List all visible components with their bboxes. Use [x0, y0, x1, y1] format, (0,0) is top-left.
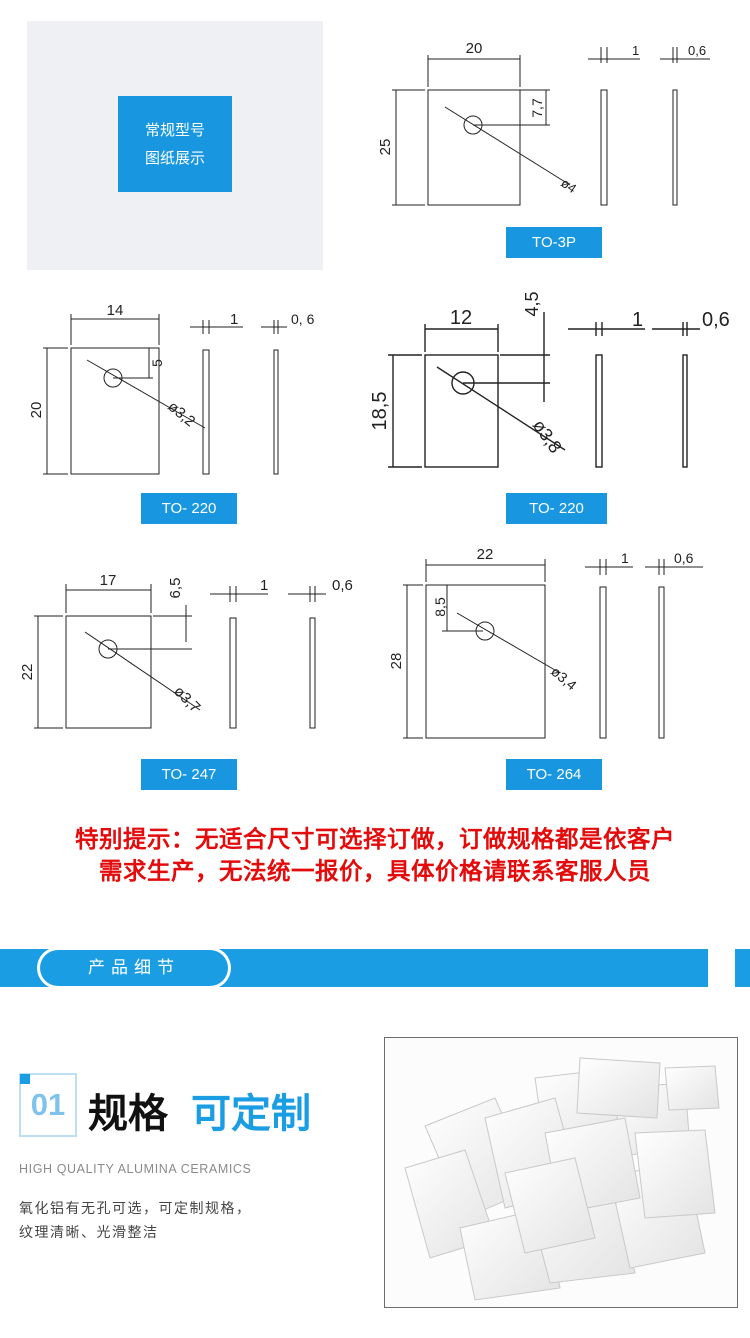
drawing-to247: 17 22 6,5 ø3,7 1 0,6: [19, 572, 353, 729]
hole-offset-dimension: 6,5: [167, 578, 184, 599]
feature-desc-line-1: 氧化铝有无孔可选，可定制规格，: [19, 1201, 252, 1217]
notice-line-2: 需求生产，无法统一报价，具体价格请联系客服人员: [99, 857, 651, 885]
thickness-dimension: 1: [260, 577, 268, 594]
number-frame: [19, 1073, 77, 1137]
width-dimension: 14: [107, 302, 124, 319]
thin-thickness-dimension: 0, 6: [291, 311, 315, 327]
product-photo: [384, 1037, 738, 1308]
width-dimension: 22: [477, 546, 494, 563]
drawing-to220-a: 14 20 5 ø3,2 1 0, 6: [28, 302, 315, 475]
plate-outline: [427, 89, 521, 206]
hole-offset-dimension: 4,5: [522, 291, 542, 316]
feature-number: 01: [30, 1087, 66, 1122]
hole-diameter: ø4: [558, 175, 579, 196]
intro-line-2: 图纸展示: [144, 149, 205, 167]
drawing-to264: 22 28 8,5 ø3,4 1 0,6: [388, 546, 703, 739]
thin-thickness-dimension: 0,6: [674, 550, 694, 566]
drawing-to3p: 20 25 7,7 ø4 1 0,6: [377, 40, 710, 206]
notice-line-1: 特别提示：无适合尺寸可选择订做，订做规格都是依客户: [75, 825, 675, 853]
feature-desc-line-2: 纹理清晰、光滑整洁: [19, 1225, 159, 1241]
height-dimension: 18,5: [369, 392, 391, 431]
width-dimension: 20: [466, 40, 483, 57]
height-dimension: 22: [19, 664, 36, 681]
section-title: 产品细节: [88, 958, 180, 978]
hole-offset-dimension: 5: [149, 359, 165, 367]
thickness-dimension: 1: [621, 550, 629, 566]
ceramic-plates-illustration: [404, 1057, 720, 1301]
label-to3p: TO-3P: [506, 227, 602, 258]
label-to264: TO- 264: [506, 759, 602, 790]
label-to220-b: TO- 220: [506, 493, 607, 524]
hole-diameter: ø3,2: [164, 398, 198, 430]
thin-thickness-dimension: 0,6: [688, 43, 706, 58]
width-dimension: 12: [450, 307, 472, 329]
section-banner-end: [735, 949, 750, 987]
thin-thickness-dimension: 0,6: [702, 309, 730, 331]
thin-thickness-dimension: 0,6: [332, 577, 353, 594]
hole-offset-dimension: 7,7: [529, 98, 545, 118]
drawing-to220-b: 12 18,5 4,5 ø3,8 1 0,6: [369, 291, 730, 468]
hole-diameter: ø3,4: [548, 663, 580, 693]
thickness-dimension: 1: [230, 311, 238, 328]
feature-title-blue: 可定制: [191, 1091, 311, 1137]
thickness-dimension: 1: [632, 43, 639, 58]
section-pill: [40, 950, 228, 986]
feature-title-dark: 规格: [88, 1091, 168, 1137]
intro-line-1: 常规型号: [144, 121, 205, 139]
feature-subtitle: HIGH QUALITY ALUMINA CERAMICS: [19, 1162, 252, 1176]
height-dimension: 20: [28, 402, 45, 419]
width-dimension: 17: [100, 572, 117, 589]
label-to247: TO- 247: [141, 759, 237, 790]
height-dimension: 25: [377, 139, 394, 156]
hole-diameter: ø3,7: [170, 683, 203, 716]
intro-title-box: 常规型号 图纸展示: [118, 96, 232, 192]
thickness-dimension: 1: [632, 309, 643, 331]
hole-offset-dimension: 8,5: [432, 597, 448, 617]
label-to220-a: TO- 220: [141, 493, 237, 524]
hole-diameter: ø3,8: [529, 416, 566, 457]
height-dimension: 28: [388, 653, 405, 670]
